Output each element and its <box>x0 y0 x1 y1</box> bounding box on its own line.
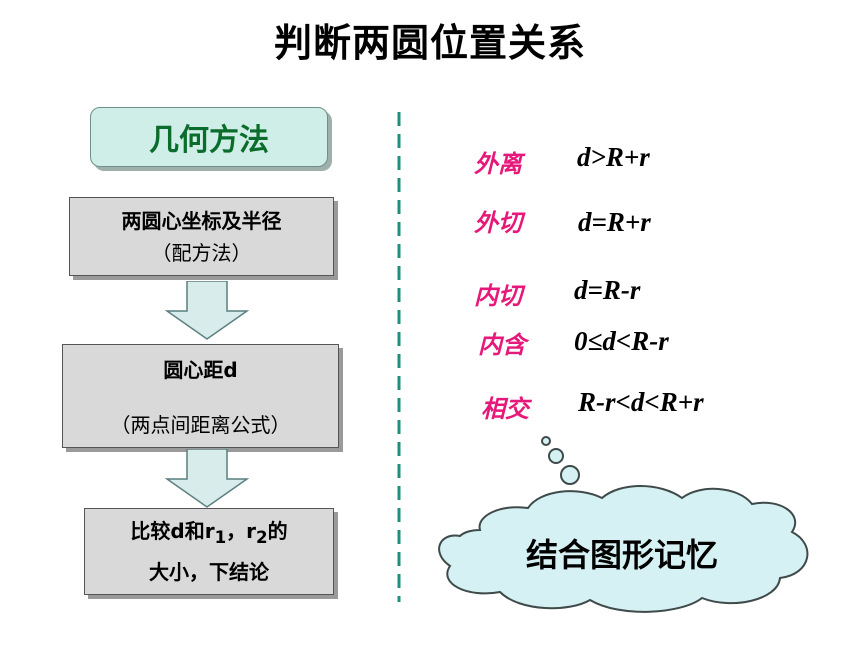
relation-name-contained: 内含 <box>478 331 526 359</box>
step1-line1: 两圆心坐标及半径 <box>121 208 282 233</box>
relation-formula-separate: d>R+r <box>577 142 650 172</box>
step3-line2: 大小，下结论 <box>149 560 269 584</box>
relation-formula-contained: 0≤d<R-r <box>574 326 669 356</box>
step-box-centers-radii: 两圆心坐标及半径 （配方法） <box>69 197 334 276</box>
down-arrow-icon <box>165 449 249 508</box>
relation-name-internal-tangent: 内切 <box>474 282 522 310</box>
step3-sub-2: 2 <box>256 528 268 547</box>
relation-formula-external-tangent: d=R+r <box>578 207 651 237</box>
dashed-divider <box>397 112 401 602</box>
step1-line2: （配方法） <box>151 240 252 265</box>
step2-line2: （两点间距离公式） <box>110 413 291 437</box>
cloud-callout-text: 结合图形记忆 <box>525 536 718 574</box>
step-box-compare: 比较d和r1，r2的 大小，下结论 <box>84 508 334 595</box>
down-arrow-icon <box>165 281 249 340</box>
slide-title: 判断两圆位置关系 <box>273 21 586 65</box>
step3-text-b: ，r <box>226 519 257 543</box>
method-label: 几何方法 <box>90 107 328 167</box>
step2-line1: 圆心距d <box>163 358 238 382</box>
relation-name-external-tangent: 外切 <box>474 209 522 237</box>
step3-text-a: 比较d和r <box>130 519 215 543</box>
relation-name-separate: 外离 <box>474 150 522 178</box>
relation-name-intersect: 相交 <box>481 395 529 423</box>
step3-text-c: 的 <box>267 519 288 543</box>
step3-sub-1: 1 <box>214 528 227 547</box>
step3-line1: 比较d和r1，r2的 <box>130 514 287 555</box>
relation-formula-internal-tangent: d=R-r <box>574 275 641 305</box>
step-box-center-distance: 圆心距d （两点间距离公式） <box>62 344 339 448</box>
relation-formula-intersect: R-r<d<R+r <box>578 387 704 417</box>
thought-cloud-icon <box>438 436 809 613</box>
